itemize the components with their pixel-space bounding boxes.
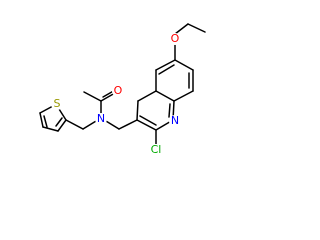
chlorine-label: Cl — [151, 143, 162, 156]
carbonyl-oxygen-bg — [112, 85, 124, 97]
atom-label-layer: O N S O N Cl — [51, 32, 181, 156]
bond-q-c7-c6 — [174, 59, 194, 71]
bond-ch2-quinoline — [118, 119, 138, 130]
bond-ch2-thiophene — [65, 119, 84, 130]
bond-q-c8a-c4a — [155, 90, 175, 102]
bond-q-c3-c2-inner — [139, 115, 157, 126]
bond-ethyl — [187, 23, 206, 33]
bond-q-c4a-c4 — [137, 90, 157, 102]
molecule-canvas: O N S O N Cl — [39, 23, 206, 156]
thiophene-sulfur-bg — [51, 98, 63, 110]
ether-oxygen-label: O — [171, 32, 180, 45]
quinoline-nitrogen-bg — [169, 115, 181, 127]
bond-thiophene-c3-c2-inner — [55, 117, 63, 127]
bond-q-c6-c5 — [155, 59, 176, 71]
thiophene-sulfur-label: S — [54, 97, 61, 110]
bond-thiophene-s-c5 — [39, 105, 54, 114]
bond-q-c3-c2 — [136, 119, 157, 131]
bond-q-c8a-c8 — [173, 90, 194, 102]
bond-thiophene-c5-c4-inner — [43, 115, 48, 128]
bond-layer — [39, 23, 206, 147]
bond-q-c6-c5-inner — [158, 64, 175, 75]
bond-thiophene-c2-s — [58, 108, 67, 121]
amide-nitrogen-label: N — [97, 112, 105, 125]
ether-oxygen-bg — [169, 33, 181, 45]
bond-q-c4-c3 — [136, 100, 139, 121]
bond-methyl-carbonyl — [83, 91, 102, 102]
chlorine-bg — [148, 144, 164, 156]
bond-carbonyl-oxygen-a — [100, 92, 116, 102]
quinoline-nitrogen-label: N — [171, 114, 179, 127]
bond-thiophene-c3-c2 — [57, 119, 67, 132]
carbonyl-oxygen-label: O — [114, 84, 123, 97]
bond-q-n1-c8a-inner — [168, 103, 171, 118]
bond-thiophene-c5-c4 — [39, 112, 44, 128]
bond-oxygen-ch2 — [174, 23, 189, 35]
amide-nitrogen-bg — [95, 113, 107, 125]
bond-thiophene-c4-c3 — [42, 126, 59, 132]
molecule-structure: O N S O N Cl — [39, 23, 206, 156]
